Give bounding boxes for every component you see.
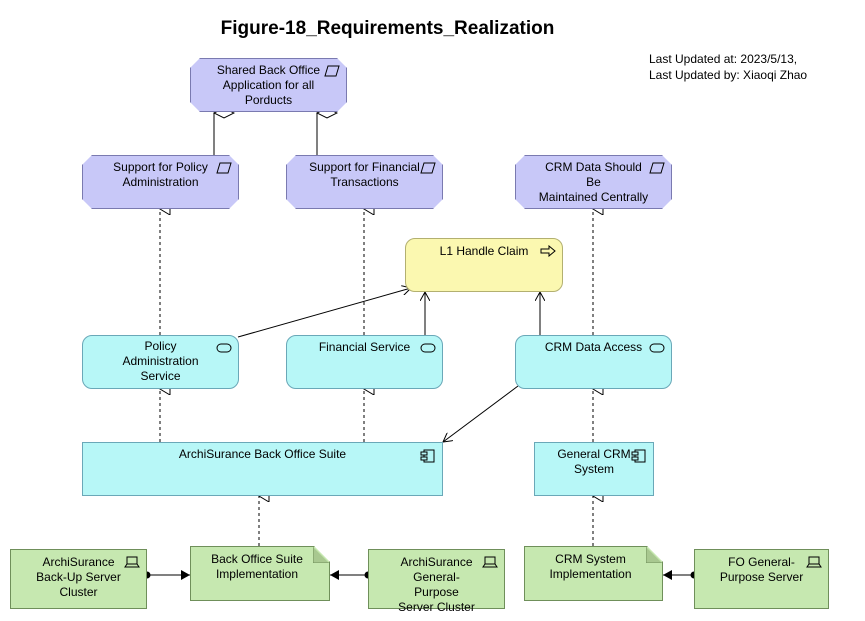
artifact-fold-icon (313, 547, 329, 563)
process-arrow-icon (540, 245, 556, 257)
artifact-fold-icon (646, 547, 662, 563)
service-crm-data-access[interactable]: CRM Data Access (515, 335, 672, 389)
node-label: ArchiSurance General-Purpose Server Clus… (398, 555, 475, 614)
component-icon (631, 449, 646, 463)
service-icon (216, 343, 232, 353)
node-label: Policy Administration Service (122, 339, 199, 383)
device-backup-cluster[interactable]: ArchiSurance Back-Up Server Cluster (10, 549, 147, 609)
node-label: Back Office Suite Implementation (211, 552, 303, 581)
node-label: L1 Handle Claim (439, 244, 529, 258)
node-label: General CRM System (557, 447, 631, 476)
node-label: CRM Data Access (544, 340, 643, 354)
serving-connector (443, 385, 519, 442)
node-label: Support for Policy Administration (113, 160, 208, 189)
updated-at-label: Last Updated at: 2023/5/13, (649, 52, 798, 66)
node-label: Support for Financial Transactions (309, 160, 420, 189)
node-label: CRM System Implementation (549, 552, 632, 581)
node-label: ArchiSurance Back Office Suite (178, 447, 347, 461)
component-icon (420, 449, 435, 463)
component-back-office-suite[interactable]: ArchiSurance Back Office Suite (82, 442, 443, 496)
requirement-support-financial[interactable]: Support for Financial Transactions (286, 155, 443, 209)
process-l1-handle-claim[interactable]: L1 Handle Claim (405, 238, 563, 292)
requirement-icon (649, 162, 665, 174)
service-icon (420, 343, 436, 353)
artifact-bo-impl[interactable]: Back Office Suite Implementation (190, 546, 330, 601)
node-label: Shared Back Office Application for all P… (216, 63, 321, 107)
device-general-purpose-cluster[interactable]: ArchiSurance General-Purpose Server Clus… (368, 549, 505, 614)
device-fo-server[interactable]: FO General- Purpose Server (694, 549, 829, 609)
requirement-icon (420, 162, 436, 174)
device-icon (124, 556, 140, 568)
artifact-crm-impl[interactable]: CRM System Implementation (524, 546, 663, 601)
serving-connector (237, 288, 411, 338)
node-label: ArchiSurance Back-Up Server Cluster (36, 555, 121, 599)
requirement-shared-back-office[interactable]: Shared Back Office Application for all P… (190, 58, 347, 112)
node-label: CRM Data Should Be Maintained Centrally (538, 160, 649, 204)
requirement-crm-data-central[interactable]: CRM Data Should Be Maintained Centrally (515, 155, 672, 209)
component-general-crm[interactable]: General CRM System (534, 442, 654, 496)
device-icon (482, 556, 498, 568)
requirement-support-policy[interactable]: Support for Policy Administration (82, 155, 239, 209)
device-icon (806, 556, 822, 568)
requirement-icon (216, 162, 232, 174)
service-policy-admin[interactable]: Policy Administration Service (82, 335, 239, 389)
node-label: FO General- Purpose Server (719, 555, 804, 584)
diagram-title: Figure-18_Requirements_Realization (220, 18, 555, 39)
update-info: Last Updated at: 2023/5/13, Last Updated… (649, 51, 807, 83)
service-icon (649, 343, 665, 353)
requirement-icon (324, 65, 340, 77)
node-label: Financial Service (318, 340, 411, 354)
service-financial[interactable]: Financial Service (286, 335, 443, 389)
updated-by-label: Last Updated by: Xiaoqi Zhao (649, 68, 808, 82)
